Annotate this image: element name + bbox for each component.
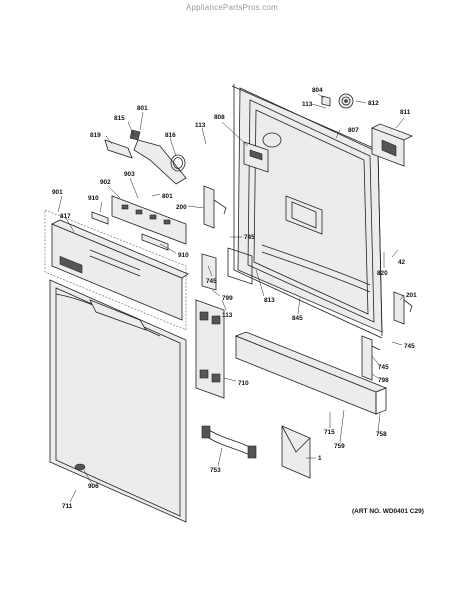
vent-module[interactable]: [371, 123, 413, 167]
callout-801: 801: [137, 105, 148, 112]
control-panel-housing[interactable]: [44, 209, 189, 331]
dispenser-assembly[interactable]: [243, 141, 269, 173]
vent-assembly[interactable]: [104, 129, 187, 185]
callout-745: 745: [244, 234, 255, 241]
callout-815: 815: [114, 115, 125, 122]
callout-labels: 801 815 819 816 113 808 804 113 812 811 …: [52, 87, 417, 510]
hinge-bracket-right[interactable]: [393, 291, 413, 325]
callout-807: 807: [348, 127, 359, 134]
door-latch[interactable]: [201, 247, 253, 291]
callout-715: 715: [324, 429, 335, 436]
callout-845: 845: [292, 315, 303, 322]
callout-817: 817: [60, 213, 71, 220]
callout-1: 1: [318, 455, 322, 462]
screw-804[interactable]: [321, 95, 331, 107]
callout-799: 799: [222, 295, 233, 302]
callout-813: 813: [264, 297, 275, 304]
wire-harness[interactable]: [201, 425, 257, 459]
bottom-trim[interactable]: [234, 331, 388, 415]
inner-door-liner[interactable]: [237, 87, 383, 333]
art-number: (ART NO. WD0401 C29): [352, 508, 424, 515]
owners-manual[interactable]: [281, 425, 311, 479]
callout-902: 902: [100, 179, 111, 186]
callout-801: 801: [162, 193, 173, 200]
callout-901: 901: [52, 189, 63, 196]
callout-745: 745: [378, 364, 389, 371]
callout-759: 759: [334, 443, 345, 450]
callout-820: 820: [377, 270, 388, 277]
callout-910: 910: [88, 195, 99, 202]
callout-201: 201: [406, 292, 417, 299]
watermark-text: AppliancePartsPros.com: [186, 3, 278, 12]
callout-903: 903: [124, 171, 135, 178]
callout-113: 113: [222, 312, 233, 319]
callout-113: 113: [302, 101, 313, 108]
callout-711: 711: [62, 503, 73, 510]
callout-42: 42: [398, 259, 406, 266]
callout-819: 819: [90, 132, 101, 139]
callout-745: 745: [206, 278, 217, 285]
keypad-clip[interactable]: [91, 211, 169, 251]
callout-798: 798: [378, 377, 389, 384]
rinse-aid-cap[interactable]: [338, 93, 354, 109]
door-spring-link[interactable]: [361, 335, 381, 381]
callout-710: 710: [238, 380, 249, 387]
callout-758: 758: [376, 431, 387, 438]
callout-811: 811: [400, 109, 411, 116]
control-board[interactable]: [111, 195, 187, 245]
callout-745: 745: [404, 343, 415, 350]
callout-816: 816: [165, 132, 176, 139]
callout-808: 808: [214, 114, 225, 121]
callout-812: 812: [368, 100, 379, 107]
callout-906: 906: [88, 483, 99, 490]
outer-door-panel[interactable]: [49, 279, 187, 523]
callout-910: 910: [178, 252, 189, 259]
callout-753: 753: [210, 467, 221, 474]
callout-113: 113: [195, 122, 206, 129]
insulation-panel[interactable]: [195, 299, 225, 399]
leader-lines: [57, 93, 405, 503]
callout-200: 200: [176, 204, 187, 211]
hinge-bracket-left[interactable]: [203, 185, 227, 229]
callout-804: 804: [312, 87, 323, 94]
